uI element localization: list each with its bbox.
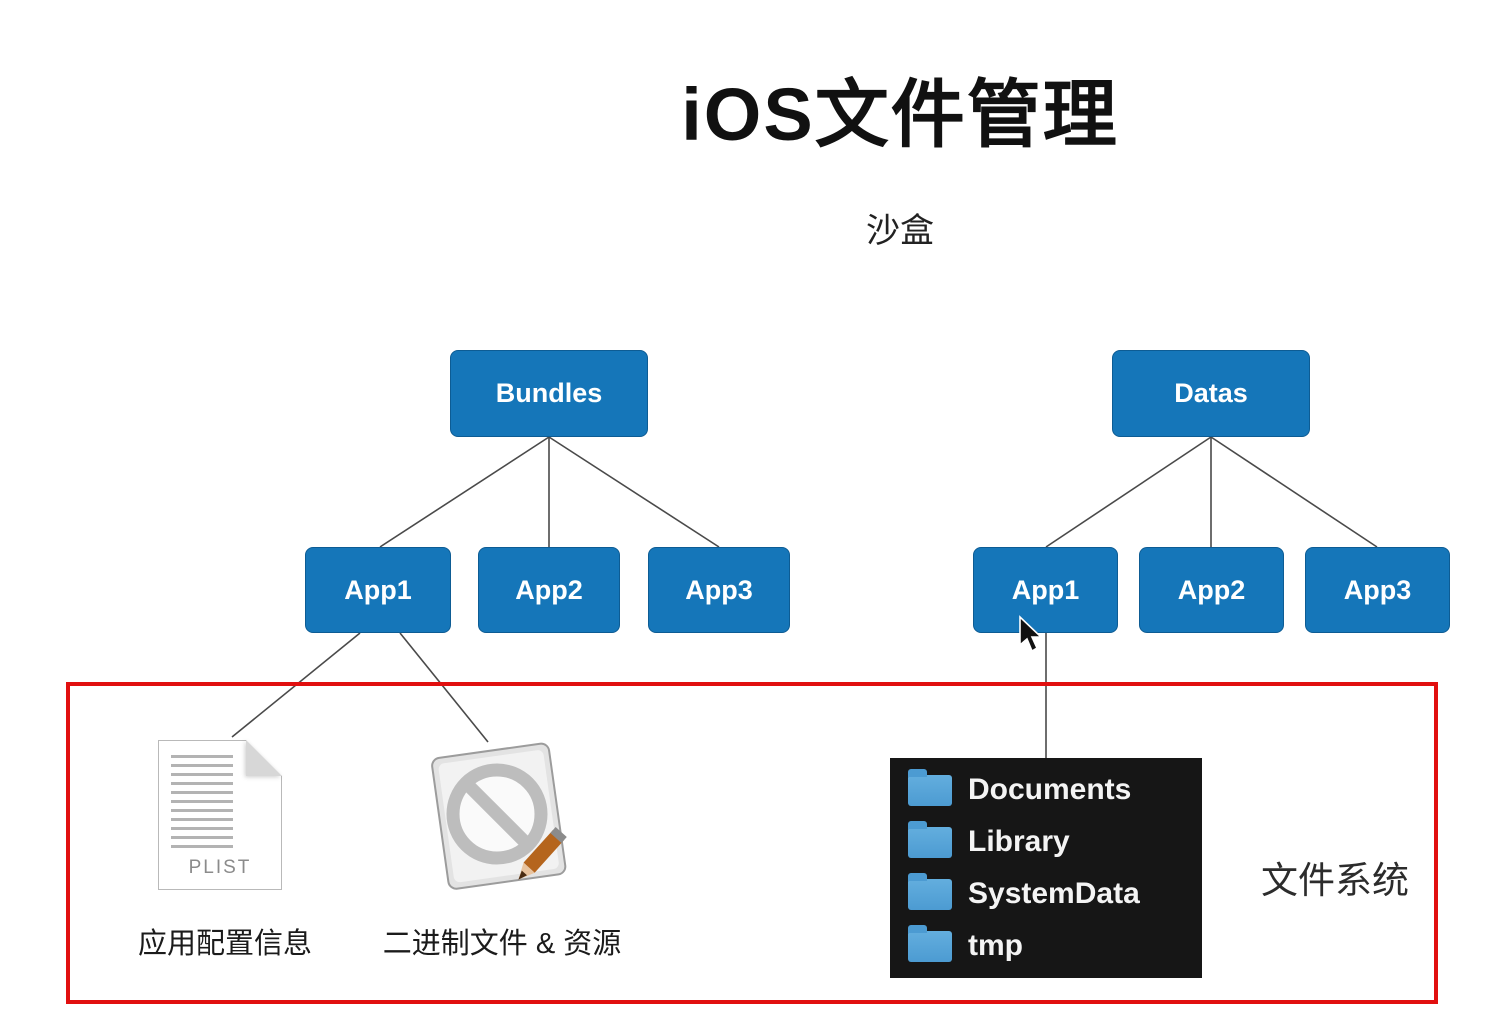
folder-icon — [908, 768, 952, 806]
file-system-panel: Documents Library SystemData tmp — [890, 758, 1202, 978]
folder-label: Library — [968, 825, 1070, 858]
file-system-label: 文件系统 — [1261, 860, 1409, 901]
node-datas-app1: App1 — [973, 547, 1118, 633]
folder-row-library: Library — [908, 816, 1202, 868]
plist-caption: 应用配置信息 — [137, 928, 312, 960]
node-bundles-app1: App1 — [305, 547, 451, 633]
folder-row-systemdata: SystemData — [908, 868, 1202, 920]
plist-folded-corner — [246, 740, 282, 776]
folder-icon — [908, 872, 952, 910]
binary-caption: 二进制文件 & 资源 — [382, 928, 622, 960]
folder-label: tmp — [968, 929, 1023, 962]
plist-word: PLIST — [188, 857, 252, 878]
prohibited-binary-resource-icon — [415, 738, 585, 903]
node-datas-app3: App3 — [1305, 547, 1450, 633]
plist-page-shape: PLIST — [158, 740, 282, 890]
node-datas-app2: App2 — [1139, 547, 1284, 633]
node-bundles: Bundles — [450, 350, 648, 437]
plist-document-icon: PLIST — [158, 740, 282, 890]
node-bundles-app2: App2 — [478, 547, 620, 633]
file-system-frame — [66, 682, 1438, 1004]
page-title: iOS文件管理 — [681, 73, 1119, 156]
folder-row-tmp: tmp — [908, 920, 1202, 972]
folder-label: SystemData — [968, 877, 1140, 910]
page-subtitle: 沙盒 — [866, 212, 934, 250]
folder-label: Documents — [968, 773, 1132, 806]
folder-icon — [908, 924, 952, 962]
mouse-pointer-icon — [1016, 615, 1046, 655]
plist-text-lines — [171, 755, 233, 853]
folder-icon — [908, 820, 952, 858]
node-datas: Datas — [1112, 350, 1310, 437]
prohibited-binary-resource-svg — [431, 742, 567, 890]
folder-row-documents: Documents — [908, 764, 1202, 816]
node-bundles-app3: App3 — [648, 547, 790, 633]
